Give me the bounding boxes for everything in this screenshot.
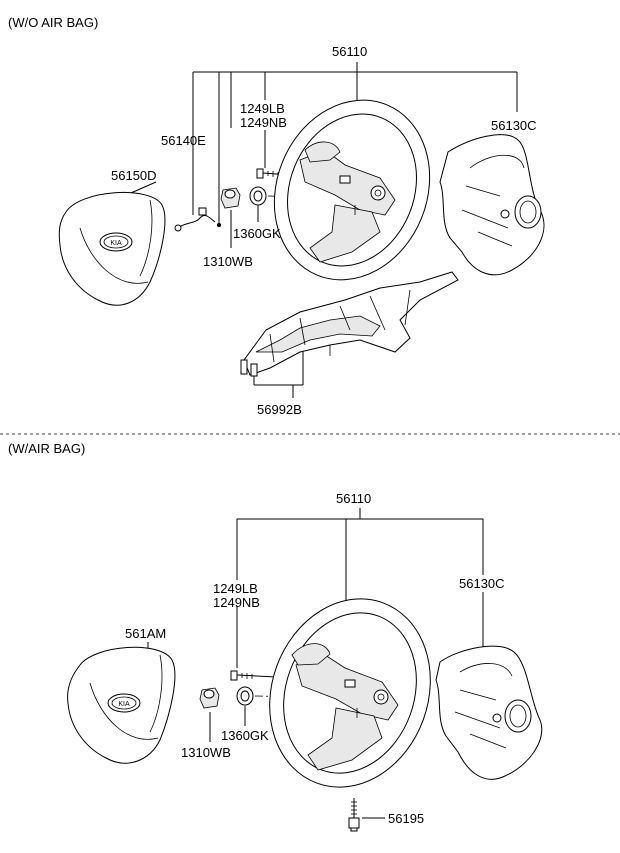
nut [199, 687, 220, 709]
wiring-harness [174, 207, 221, 232]
label-1249lb: 1249LB [240, 101, 285, 116]
airbag-module: KIA [67, 646, 176, 764]
nut [220, 187, 241, 209]
label-1249nb: 1249NB [240, 115, 287, 130]
label-56110: 56110 [336, 491, 371, 506]
section-header: (W/O AIR BAG) [8, 15, 98, 30]
section-without-airbag: (W/O AIR BAG) KIA [8, 15, 545, 417]
lower-bracket [240, 271, 459, 377]
horn-pad: KIA [58, 191, 166, 306]
section-header: (W/AIR BAG) [8, 441, 85, 456]
section-with-airbag: (W/AIR BAG) KIA [8, 441, 543, 832]
label-1249lb: 1249LB [213, 581, 258, 596]
screw [348, 798, 360, 832]
logo-text: KIA [118, 701, 130, 708]
logo-text: KIA [110, 240, 122, 247]
back-cover [439, 134, 545, 276]
leader-lines [147, 508, 484, 819]
label-56110: 56110 [332, 44, 367, 59]
label-56150d: 56150D [111, 168, 157, 183]
label-1360gk: 1360GK [233, 226, 281, 241]
label-1249nb: 1249NB [213, 595, 260, 610]
label-561am: 561AM [125, 626, 166, 641]
steering-wheel [269, 598, 431, 788]
steering-wheel [273, 99, 431, 281]
label-1310wb: 1310WB [203, 254, 253, 269]
label-1310wb: 1310WB [181, 745, 231, 760]
label-56140e: 56140E [161, 133, 206, 148]
label-1360gk: 1360GK [221, 728, 269, 743]
label-56992b: 56992B [257, 402, 302, 417]
label-56130c: 56130C [459, 576, 505, 591]
label-56195: 56195 [388, 811, 424, 826]
label-56130c: 56130C [491, 118, 537, 133]
back-cover [435, 645, 543, 780]
